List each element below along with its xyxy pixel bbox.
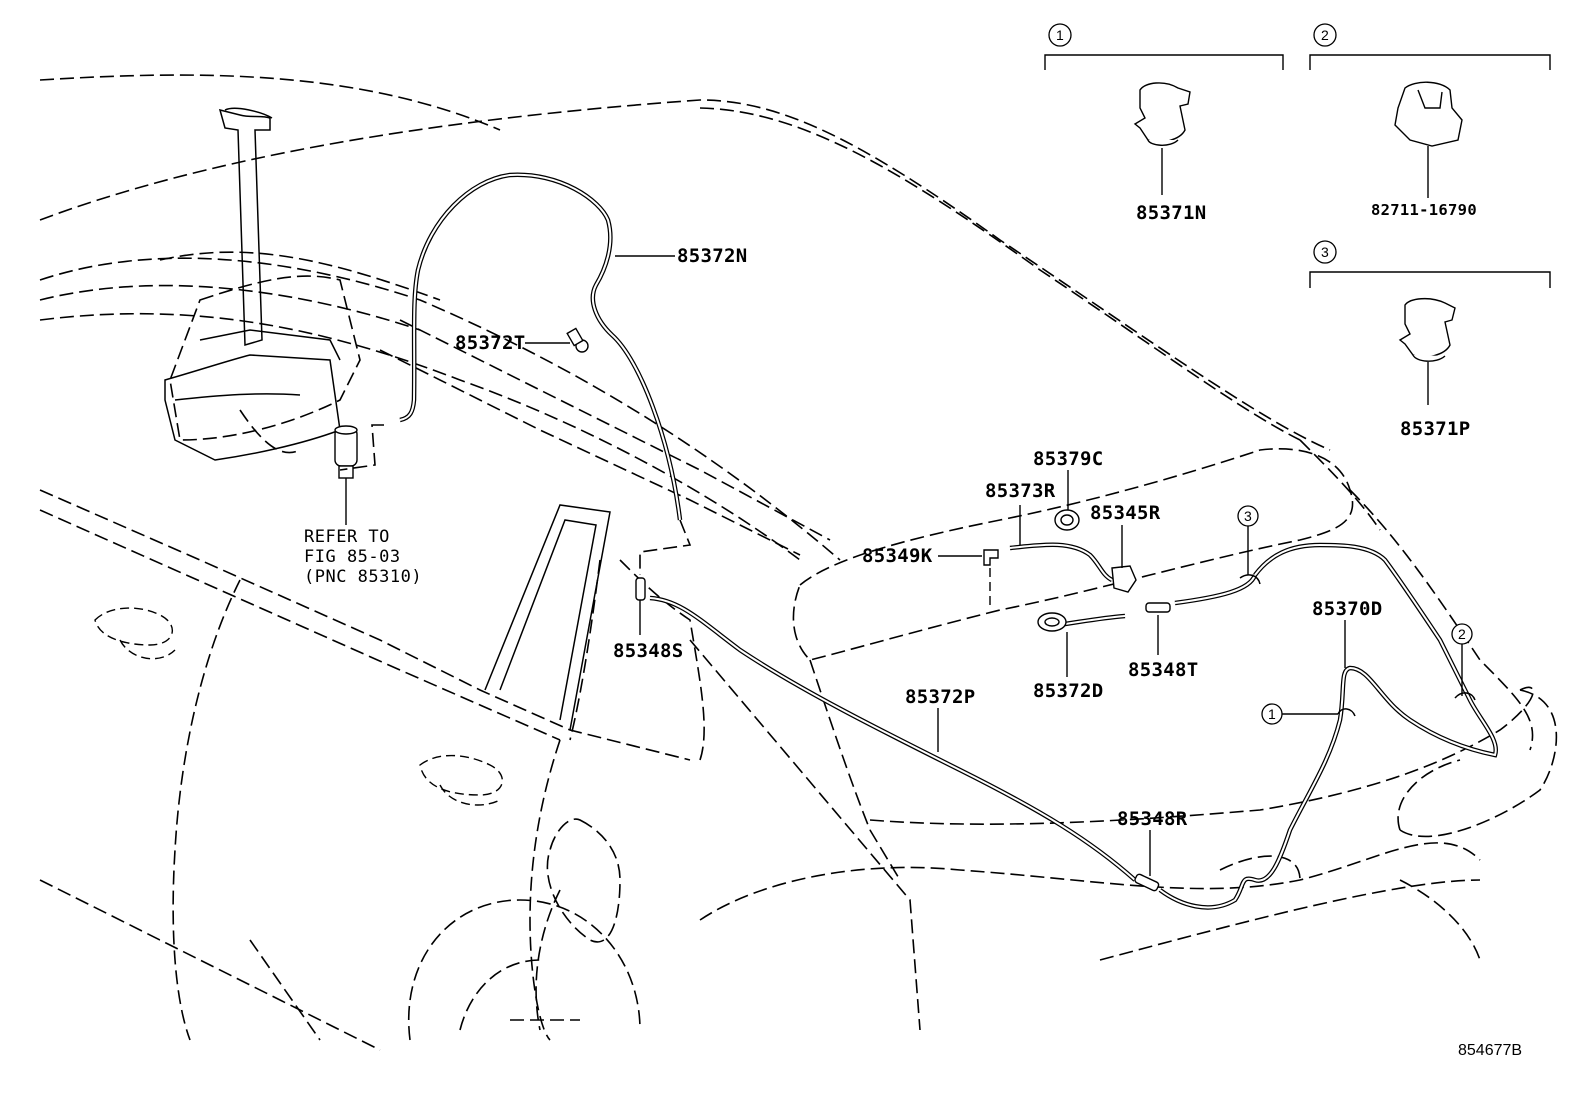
label-85348T: 85348T	[1128, 659, 1198, 681]
label-85371N: 85371N	[1136, 202, 1206, 224]
label-85372D: 85372D	[1033, 680, 1103, 702]
callout-group-3: 3 85371P	[1309, 240, 1551, 440]
label-85379C: 85379C	[1033, 448, 1103, 470]
label-85370D: 85370D	[1312, 598, 1382, 620]
label-85372P: 85372P	[905, 686, 975, 708]
svg-text:2: 2	[1321, 27, 1329, 43]
figure-code: 854677B	[1458, 1042, 1522, 1059]
refer-note-line-3: (PNC 85310)	[304, 567, 422, 587]
label-85348S: 85348S	[613, 640, 683, 662]
clip-85371N-icon	[1133, 82, 1191, 195]
svg-text:1: 1	[1056, 27, 1064, 43]
label-85371P: 85371P	[1400, 418, 1470, 440]
hose-callout-2: 2	[1451, 623, 1473, 696]
hose-85372D	[1057, 613, 1126, 628]
part-85348S	[635, 577, 646, 601]
label-85373R: 85373R	[985, 480, 1056, 502]
washer-pump	[334, 425, 358, 525]
label-85372N: 85372N	[677, 245, 747, 267]
car-body-outline	[39, 74, 1558, 1051]
part-85345R	[1111, 565, 1137, 593]
part-85379C	[1054, 509, 1080, 531]
label-85345R: 85345R	[1090, 502, 1161, 524]
washer-reservoir	[164, 107, 341, 461]
callout-group-1: 1 85371N	[1044, 23, 1284, 224]
part-85348R	[1134, 873, 1160, 892]
label-85349K: 85349K	[862, 545, 933, 567]
refer-note-line-1: REFER TO	[304, 527, 390, 547]
hose-85372P	[649, 595, 1137, 882]
hose-callout-1: 1	[1261, 703, 1338, 725]
svg-text:3: 3	[1244, 508, 1252, 524]
callout-group-2: 2 82711-16790	[1309, 23, 1551, 219]
svg-text:3: 3	[1321, 244, 1329, 260]
hose-85370D	[1158, 542, 1499, 910]
part-85348T	[1145, 602, 1171, 613]
part-85372T	[566, 327, 589, 353]
hose-85373R	[1009, 542, 1114, 583]
part-85349K	[983, 549, 999, 566]
part-85372D	[1037, 612, 1067, 632]
hose-callout-3: 3	[1237, 505, 1259, 575]
clip-82711-16790-icon	[1394, 81, 1463, 198]
clip-85371P-icon	[1398, 298, 1456, 405]
label-85372T: 85372T	[455, 332, 525, 354]
svg-text:1: 1	[1268, 706, 1276, 722]
refer-note-line-2: FIG 85-03	[304, 547, 401, 567]
svg-text:2: 2	[1458, 626, 1466, 642]
hose-85372N	[399, 172, 683, 521]
label-85348R: 85348R	[1117, 808, 1188, 830]
label-82711-16790: 82711-16790	[1371, 201, 1477, 219]
